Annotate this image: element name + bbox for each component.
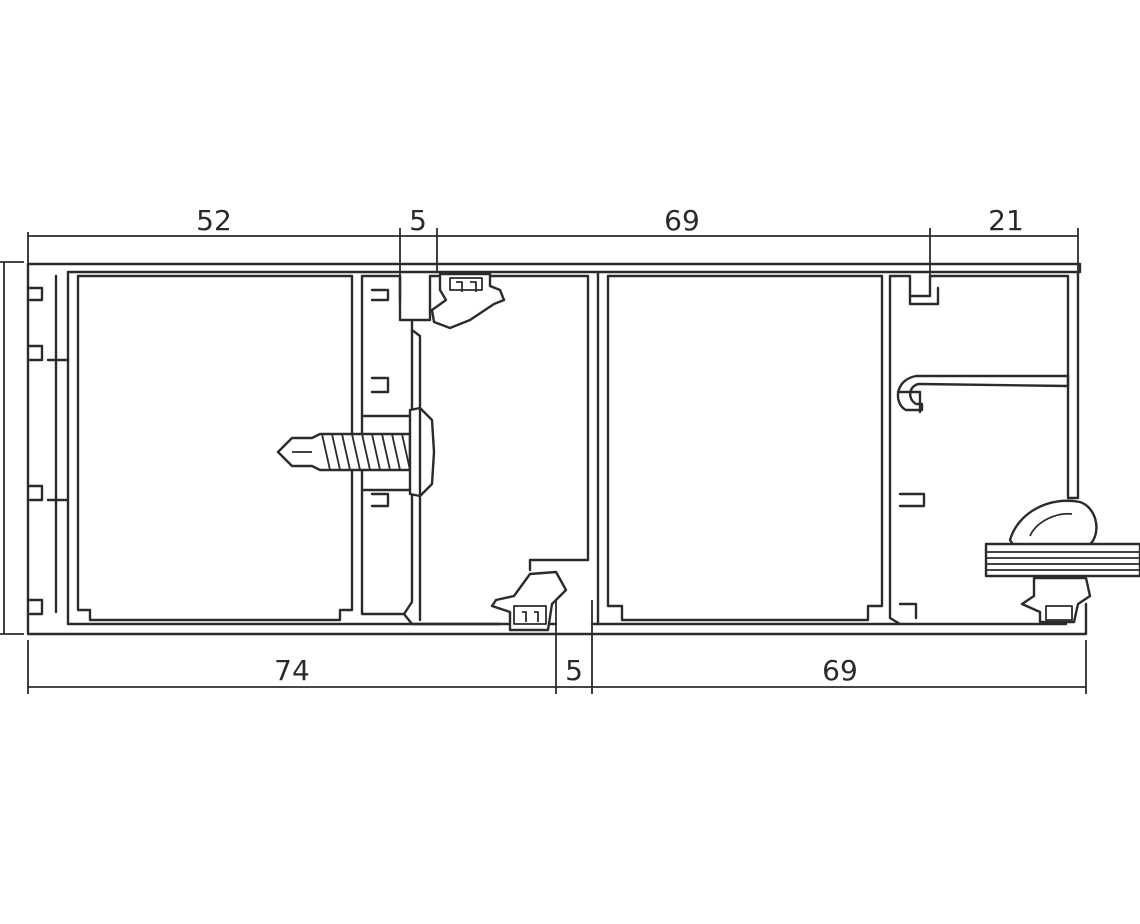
right-sash-chamber (606, 274, 884, 622)
top-dimension-chain: 52 5 69 21 (27, 204, 1079, 290)
dimension-bottom-3: 69 (822, 654, 858, 687)
dimension-bottom-2: 5 (565, 654, 583, 687)
dimension-top-3: 69 (664, 204, 700, 237)
top-gasket-icon (430, 272, 506, 330)
outer-frame-profile (26, 262, 1088, 636)
self-drilling-screw-icon (276, 406, 436, 498)
bottom-dimension-chain: 74 5 69 (27, 600, 1087, 694)
glazing-gasket-icon (1008, 499, 1098, 548)
sash-profile (402, 270, 600, 626)
dimension-top-1: 52 (196, 204, 232, 237)
bottom-gasket-icon (490, 570, 568, 632)
dimension-top-2: 5 (409, 204, 427, 237)
right-frame-profile (888, 270, 1080, 626)
left-frame-chamber (26, 274, 354, 622)
glass-pane (984, 542, 1140, 578)
bottom-glazing-gasket-icon (1020, 576, 1092, 624)
dimension-bottom-1: 74 (274, 654, 310, 687)
dimension-top-4: 21 (988, 204, 1024, 237)
